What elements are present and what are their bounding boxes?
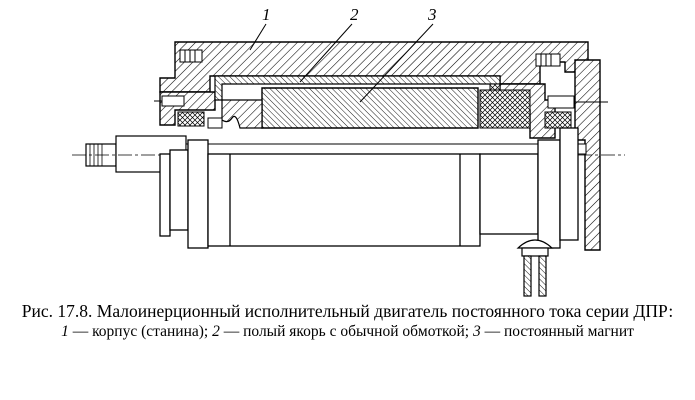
figure-caption: Рис. 17.8. Малоинерционный исполнительны… — [0, 301, 695, 342]
legend-num-2: 2 — [212, 323, 220, 340]
callout-3: 3 — [427, 5, 437, 24]
legend-text-2: — полый якорь с обычной обмоткой; — [219, 323, 473, 340]
legend-text-1: — корпус (станина); — [68, 323, 213, 340]
lower-body — [159, 127, 579, 249]
bearings — [177, 111, 572, 129]
caption-title: Рис. 17.8. Малоинерционный исполнительны… — [21, 301, 674, 321]
hollow-armature — [214, 75, 531, 129]
legend-num-3: 3 — [472, 323, 481, 340]
permanent-magnet — [221, 87, 479, 129]
motor-drawing: 1 2 3 — [72, 5, 625, 297]
callout-leaders — [249, 23, 434, 103]
caption-legend: 1 — корпус (станина); 2 — полый якорь с … — [0, 322, 695, 342]
motor-cross-section: 1 2 3 — [72, 5, 625, 297]
legend-text-3: — постоянный магнит — [480, 323, 634, 340]
callout-1: 1 — [262, 5, 271, 24]
terminal-connector — [516, 239, 554, 297]
screws — [154, 49, 608, 109]
legend-num-1: 1 — [61, 323, 69, 340]
callout-2: 2 — [350, 5, 359, 24]
